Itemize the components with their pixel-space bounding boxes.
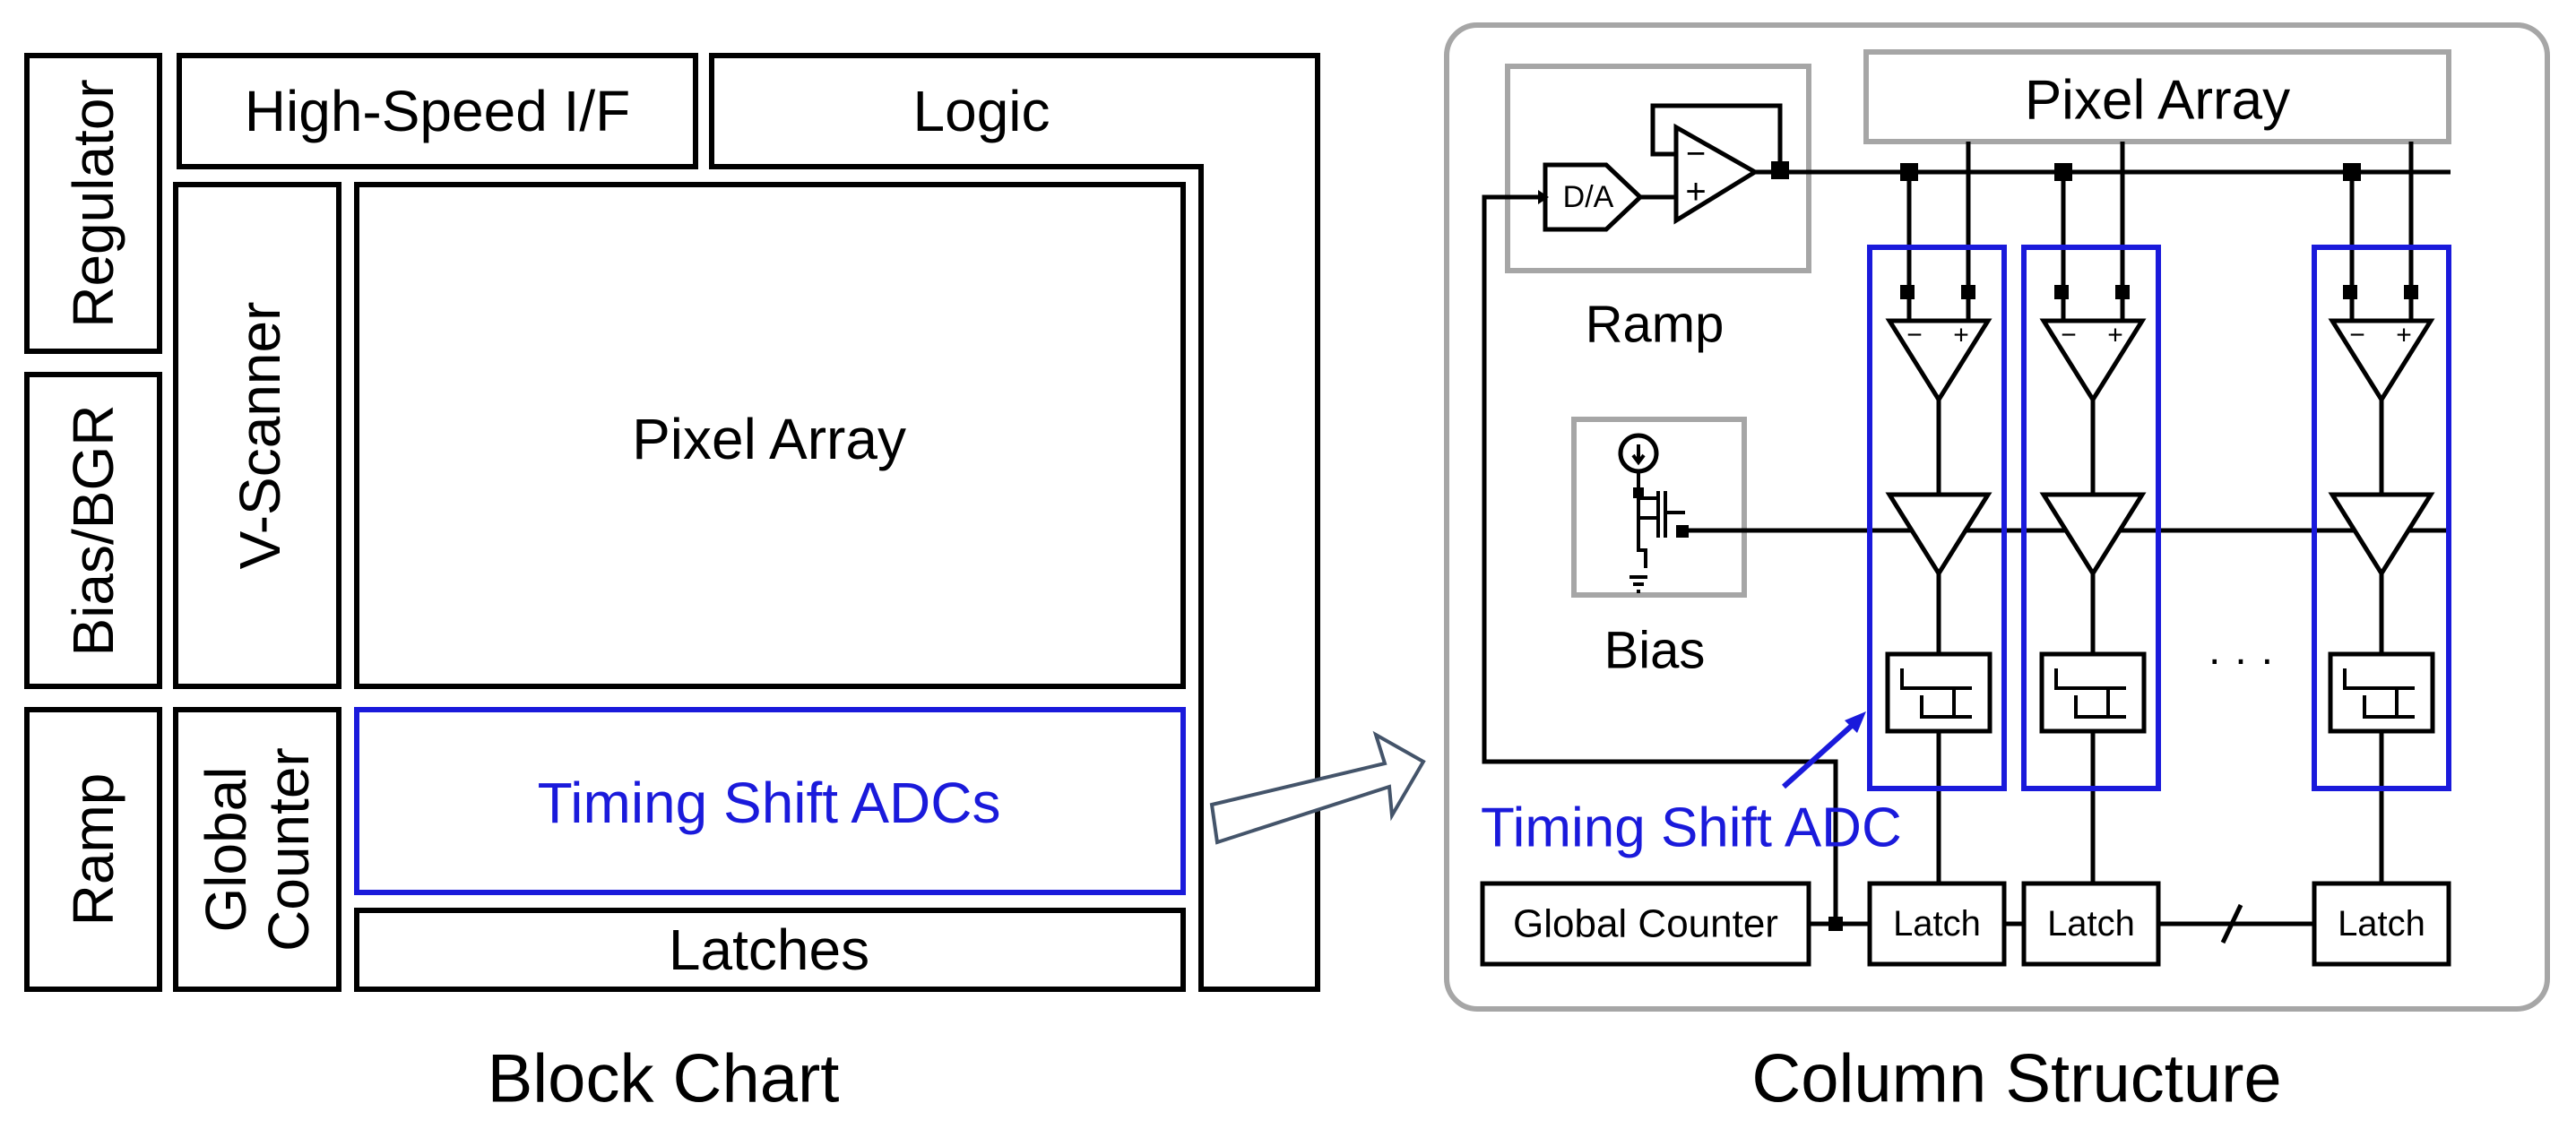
v-scanner-label: V-Scanner xyxy=(228,302,292,570)
pixel-array-block xyxy=(354,182,1186,689)
amplifier-1 xyxy=(1885,492,1993,578)
latch-box-1 xyxy=(1867,881,2007,967)
columns-ellipsis: · · · xyxy=(2208,636,2275,684)
latch-box-3 xyxy=(2312,881,2451,967)
ramp-block xyxy=(24,707,162,992)
cs-global-counter-label: Global Counter xyxy=(1513,902,1778,946)
dac-block xyxy=(1543,162,1644,232)
svg-text:+: + xyxy=(2396,321,2412,350)
timing-shift-adcs-block xyxy=(354,707,1186,895)
tdc-1 xyxy=(1885,651,1993,734)
adc-highlight-2 xyxy=(2021,245,2161,791)
pixel-array-label: Pixel Array xyxy=(632,407,906,471)
adc-column-1: − + Latch xyxy=(1867,142,2007,967)
v-scanner-block xyxy=(173,182,341,689)
cs-global-counter-box xyxy=(1480,881,1811,967)
svg-text:+: + xyxy=(1953,321,1969,350)
amplifier-3 xyxy=(2328,492,2435,578)
latch-box-2 xyxy=(2021,881,2161,967)
bias-bgr-block xyxy=(24,372,162,689)
bias-bgr-label: Bias/BGR xyxy=(61,405,125,657)
block-chart: Regulator Bias/BGR Ramp High-Speed I/F L… xyxy=(24,53,1320,1117)
svg-text:−: − xyxy=(2349,321,2365,350)
adc-highlight-3 xyxy=(2312,245,2451,791)
amplifier-2 xyxy=(2039,492,2147,578)
comparator-1 xyxy=(1885,318,1993,404)
cs-pixel-array-label: Pixel Array xyxy=(2025,70,2290,132)
latch-label-1: Latch xyxy=(1893,904,1981,944)
opamp-minus: − xyxy=(1686,135,1706,173)
counter-feedback-wire xyxy=(1482,194,1838,923)
timing-shift-adcs-label: Timing Shift ADCs xyxy=(538,771,1001,835)
timing-shift-adc-pointer xyxy=(1781,721,1856,789)
global-counter-label-line1: Global xyxy=(194,767,258,933)
svg-text:−: − xyxy=(1906,321,1923,350)
opamp-plus: + xyxy=(1685,172,1706,211)
logic-label: Logic xyxy=(913,79,1050,143)
comparator-3 xyxy=(2328,318,2435,404)
latch-label-2: Latch xyxy=(2047,904,2135,944)
high-speed-if-label: High-Speed I/F xyxy=(245,79,630,143)
adc-highlight-1 xyxy=(1867,245,2007,791)
adc-column-3: − + Latch xyxy=(2312,142,2451,967)
dac-label: D/A xyxy=(1563,180,1614,214)
cs-pixel-array-box xyxy=(1863,49,2451,144)
zoom-arrow xyxy=(1209,730,1426,845)
comparator-2 xyxy=(2039,318,2147,404)
tdc-3 xyxy=(2328,651,2435,734)
svg-text:−: − xyxy=(2061,321,2077,350)
global-counter-label-line2: Counter xyxy=(256,747,321,952)
bias-caption: Bias xyxy=(1604,622,1706,680)
regulator-block xyxy=(24,53,162,354)
block-chart-caption: Block Chart xyxy=(488,1041,840,1117)
latches-label: Latches xyxy=(669,918,869,982)
svg-text:+: + xyxy=(2107,321,2123,350)
global-counter-block xyxy=(173,707,341,992)
tdc-2 xyxy=(2039,651,2147,734)
column-structure: Pixel Array D/A − + Ramp Bias Global Cou xyxy=(1444,22,2550,1117)
regulator-label: Regulator xyxy=(61,79,125,328)
ramp-caption: Ramp xyxy=(1586,296,1725,354)
ramp-label: Ramp xyxy=(61,773,125,926)
adc-column-2: − + Latch xyxy=(2021,142,2161,967)
high-speed-if-block xyxy=(177,53,698,169)
column-structure-caption: Column Structure xyxy=(1751,1041,2281,1117)
timing-shift-adc-label: Timing Shift ADC xyxy=(1481,797,1902,859)
opamp-triangle xyxy=(1673,123,1759,225)
logic-block xyxy=(709,53,1320,992)
latch-label-3: Latch xyxy=(2338,904,2425,944)
latches-block xyxy=(354,908,1186,992)
